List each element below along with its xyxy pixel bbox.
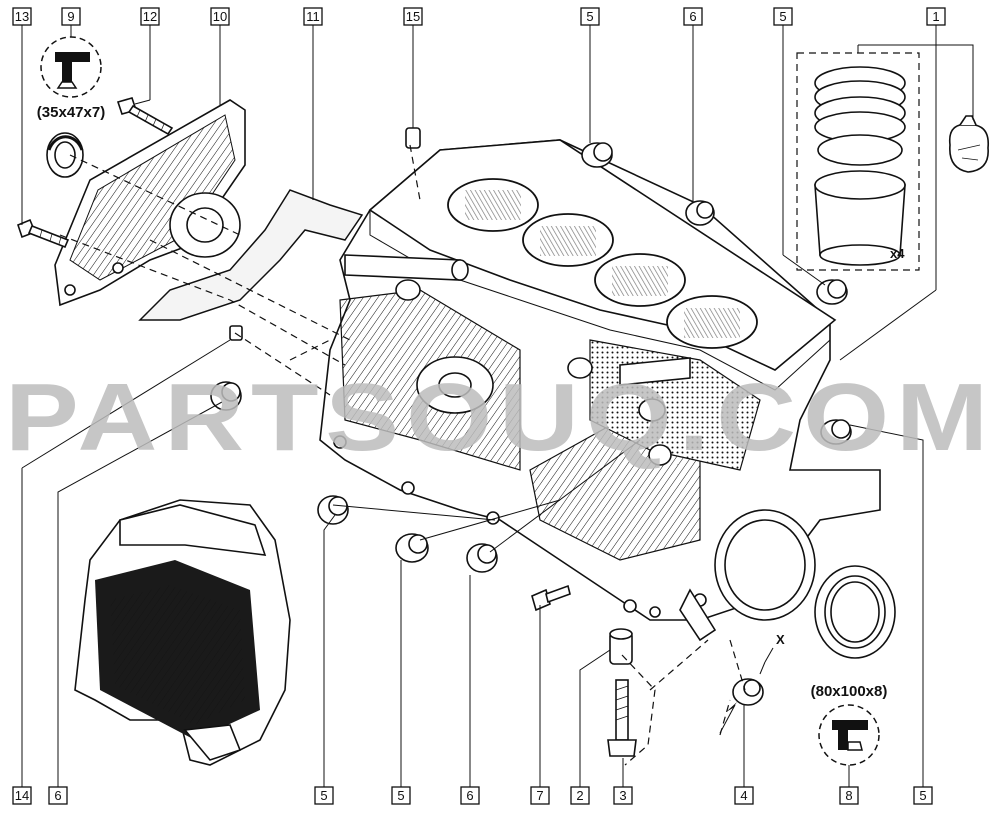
bolt-13: [17, 218, 70, 249]
large-seal-size: (80x100x8): [811, 683, 888, 700]
detail-x-marker: X: [719, 632, 785, 734]
oil-seal-35x47x7: [46, 132, 84, 178]
small-seal-size: (35x47x7): [37, 104, 105, 121]
sleeve-2: [609, 628, 633, 665]
engine-assembly-thumbnail: [74, 499, 291, 766]
svg-text:1: 1: [932, 9, 939, 24]
expansion-plug-6-top: [685, 200, 715, 226]
svg-text:7: 7: [536, 788, 543, 803]
assembly-lines: [59, 144, 746, 766]
svg-text:5: 5: [779, 9, 786, 24]
svg-text:9: 9: [67, 9, 74, 24]
front-cover-gasket-11: [138, 189, 364, 321]
callout-10: 10: [210, 7, 230, 26]
expansion-plug-5-right-low: [820, 419, 852, 445]
front-cover-10: [54, 99, 246, 307]
expansion-plug-5-bottom-a: [317, 495, 349, 525]
expansion-plug-5-bottom-b: [395, 533, 429, 563]
expansion-plug-6-bottom: [466, 543, 498, 573]
seal-section-icon-large: [818, 704, 880, 766]
bolt-7: [531, 584, 571, 612]
svg-text:6: 6: [466, 788, 473, 803]
svg-text:14: 14: [15, 788, 29, 803]
callout-7: 7: [530, 786, 550, 805]
svg-text:2: 2: [576, 788, 583, 803]
expansion-plug-5-top: [581, 142, 613, 168]
callout-5-bottom-b: 5: [391, 786, 411, 805]
svg-text:4: 4: [740, 788, 747, 803]
callout-5-top-b: 5: [773, 7, 793, 26]
oil-seal-80x100x8: [814, 565, 896, 659]
callout-13: 13: [12, 7, 32, 26]
svg-text:12: 12: [143, 9, 157, 24]
svg-text:5: 5: [397, 788, 404, 803]
callout-11: 11: [303, 7, 323, 26]
bolt-3: [607, 679, 637, 757]
svg-text:5: 5: [919, 788, 926, 803]
callout-12: 12: [140, 7, 160, 26]
callout-2: 2: [570, 786, 590, 805]
plug-4: [732, 678, 764, 706]
expansion-plug-5-right: [816, 279, 848, 305]
callout-6-top: 6: [683, 7, 703, 26]
svg-text:10: 10: [213, 9, 227, 24]
callout-6-bottom-b: 6: [460, 786, 480, 805]
bolt-12: [116, 97, 174, 136]
callout-5-bottom-a: 5: [314, 786, 334, 805]
callout-9: 9: [61, 7, 81, 26]
watermark: PARTSOUQ.COM: [5, 364, 995, 471]
svg-text:15: 15: [406, 9, 420, 24]
callout-4: 4: [734, 786, 754, 805]
svg-text:5: 5: [320, 788, 327, 803]
svg-text:11: 11: [306, 9, 320, 24]
svg-text:13: 13: [15, 9, 29, 24]
callout-5-bottom-c: 5: [913, 786, 933, 805]
svg-text:6: 6: [689, 9, 696, 24]
seal-section-icon-small: [40, 36, 102, 98]
piston-ring-set-1: x4: [796, 52, 920, 271]
piston-qty: x4: [890, 246, 905, 261]
callout-15: 15: [403, 7, 423, 26]
detail-x-label: X: [776, 632, 785, 647]
callout-14: 14: [12, 786, 32, 805]
svg-text:5: 5: [586, 9, 593, 24]
svg-text:3: 3: [619, 788, 626, 803]
svg-text:6: 6: [54, 788, 61, 803]
cylinder-block: [319, 139, 881, 642]
callout-5-top-a: 5: [580, 7, 600, 26]
expansion-plug-6-left: [210, 381, 242, 411]
callout-6-bottom-a: 6: [48, 786, 68, 805]
callout-3: 3: [613, 786, 633, 805]
svg-text:8: 8: [845, 788, 852, 803]
callout-1: 1: [926, 7, 946, 26]
leader-lines: [21, 25, 974, 787]
dowel-15: [405, 127, 421, 149]
callout-8: 8: [839, 786, 859, 805]
parts-bag-icon: [948, 115, 990, 173]
